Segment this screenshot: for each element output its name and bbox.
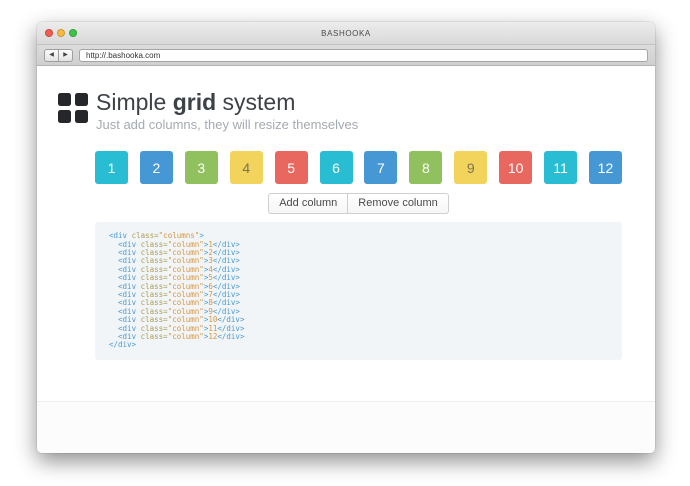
grid-column-box: 6	[319, 151, 353, 185]
browser-navbar: ◀ ▶ http://.bashooka.com	[37, 45, 655, 66]
code-line: <div class="column">8</div>	[118, 298, 240, 308]
code-line: <div class="columns">	[109, 231, 204, 241]
back-button[interactable]: ◀	[44, 48, 59, 62]
grid-column-box: 4	[229, 151, 263, 185]
page-title: Simple grid system	[96, 89, 296, 115]
add-column-button[interactable]: Add column	[268, 193, 349, 215]
code-line: <div class="column">4</div>	[118, 264, 240, 274]
grid-column-box: 2	[139, 151, 173, 185]
grid-column-box: 9	[454, 151, 488, 185]
code-line: <div class="column">3</div>	[118, 256, 240, 266]
grid-column-box: 8	[409, 151, 443, 185]
code-line: <div class="column">9</div>	[118, 306, 240, 316]
page-body: Simple grid system Just add columns, the…	[37, 66, 655, 453]
code-line: <div class="column">10</div>	[118, 315, 245, 325]
forward-button[interactable]: ▶	[58, 48, 73, 62]
grid-column-box: 7	[364, 151, 398, 185]
code-line: <div class="column">5</div>	[118, 273, 240, 283]
page-header: Simple grid system Just add columns, the…	[58, 90, 622, 132]
code-line: <div class="column">12</div>	[118, 332, 245, 342]
grid-column-box: 3	[184, 151, 218, 185]
grid-column-box: 5	[274, 151, 308, 185]
grid-column-box: 1	[95, 151, 128, 185]
grid-icon	[58, 93, 88, 123]
window-title: BASHOOKA	[321, 28, 371, 38]
grid-column-box: 11	[544, 151, 578, 185]
grid-column-box: 12	[588, 151, 622, 185]
code-line: <div class="column">11</div>	[118, 323, 245, 333]
maximize-window-icon[interactable]	[69, 29, 77, 37]
page-subtitle: Just add columns, they will resize thems…	[96, 117, 359, 133]
code-line: <div class="column">7</div>	[118, 289, 240, 299]
window-titlebar[interactable]: BASHOOKA	[37, 22, 655, 45]
url-input[interactable]: http://.bashooka.com	[79, 48, 648, 62]
close-window-icon[interactable]	[45, 29, 53, 37]
page-footer	[37, 401, 655, 453]
code-line: <div class="column">2</div>	[118, 247, 240, 257]
remove-column-button[interactable]: Remove column	[347, 193, 449, 215]
column-controls: Add column Remove column	[95, 193, 622, 215]
code-line: </div>	[109, 340, 137, 350]
page-content: Simple grid system Just add columns, the…	[37, 66, 655, 401]
code-line: <div class="column">1</div>	[118, 239, 240, 249]
nav-button-group: ◀ ▶	[44, 48, 73, 62]
minimize-window-icon[interactable]	[57, 29, 65, 37]
browser-window: BASHOOKA ◀ ▶ http://.bashooka.com Simple…	[37, 22, 655, 453]
grid-column-box: 10	[499, 151, 533, 185]
traffic-lights	[45, 22, 77, 44]
code-line: <div class="column">6</div>	[118, 281, 240, 291]
header-text: Simple grid system Just add columns, the…	[96, 90, 358, 132]
code-block: <div class="columns"> <div class="column…	[95, 222, 622, 360]
